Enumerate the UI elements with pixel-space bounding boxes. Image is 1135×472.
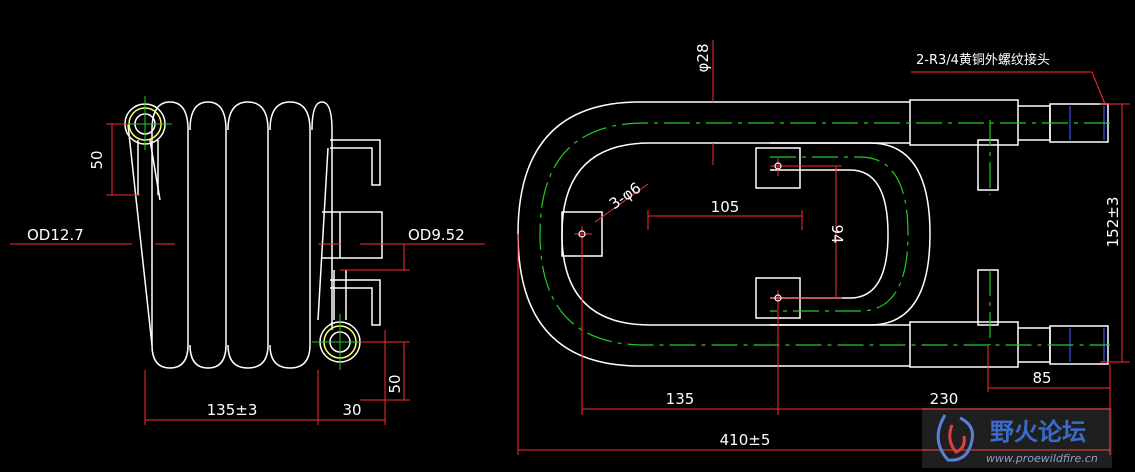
u-coil-threads [1069, 106, 1105, 362]
watermark-url: www.proewildfire.cn [986, 452, 1098, 465]
dim-94: 94 [828, 224, 846, 243]
dim-410: 410±5 [720, 431, 771, 449]
dim-152: 152±3 [1104, 197, 1122, 248]
dim-50-top: 50 [88, 150, 106, 169]
dim-holes: 3-φ6 [606, 179, 645, 213]
holes [578, 162, 782, 302]
dim-50-bottom: 50 [386, 374, 404, 393]
u-coil-top-view [517, 99, 1109, 368]
dim-105: 105 [711, 198, 740, 216]
dim-230: 230 [930, 390, 959, 408]
dim-od-outer: OD12.7 [27, 226, 84, 244]
flame-logo-icon [936, 414, 974, 462]
hole-markers [574, 158, 790, 308]
coil-side-view [127, 101, 383, 369]
watermark-title: 野火论坛 [990, 418, 1086, 446]
forum-watermark: 野火论坛 www.proewildfire.cn [922, 408, 1112, 468]
dim-phi28: φ28 [694, 44, 712, 73]
u-coil-centerline [539, 120, 1110, 346]
coil-centerlines [118, 96, 368, 370]
dim-od-inner: OD9.52 [408, 226, 465, 244]
left-dimension-lines [10, 123, 485, 425]
dim-135-left: 135±3 [207, 401, 258, 419]
right-dimension-lines [517, 40, 1130, 455]
dim-30: 30 [342, 401, 361, 419]
dim-135-right: 135 [666, 390, 695, 408]
dim-85: 85 [1032, 369, 1051, 387]
callout-connector: 2-R3/4黄铜外螺纹接头 [916, 52, 1050, 68]
